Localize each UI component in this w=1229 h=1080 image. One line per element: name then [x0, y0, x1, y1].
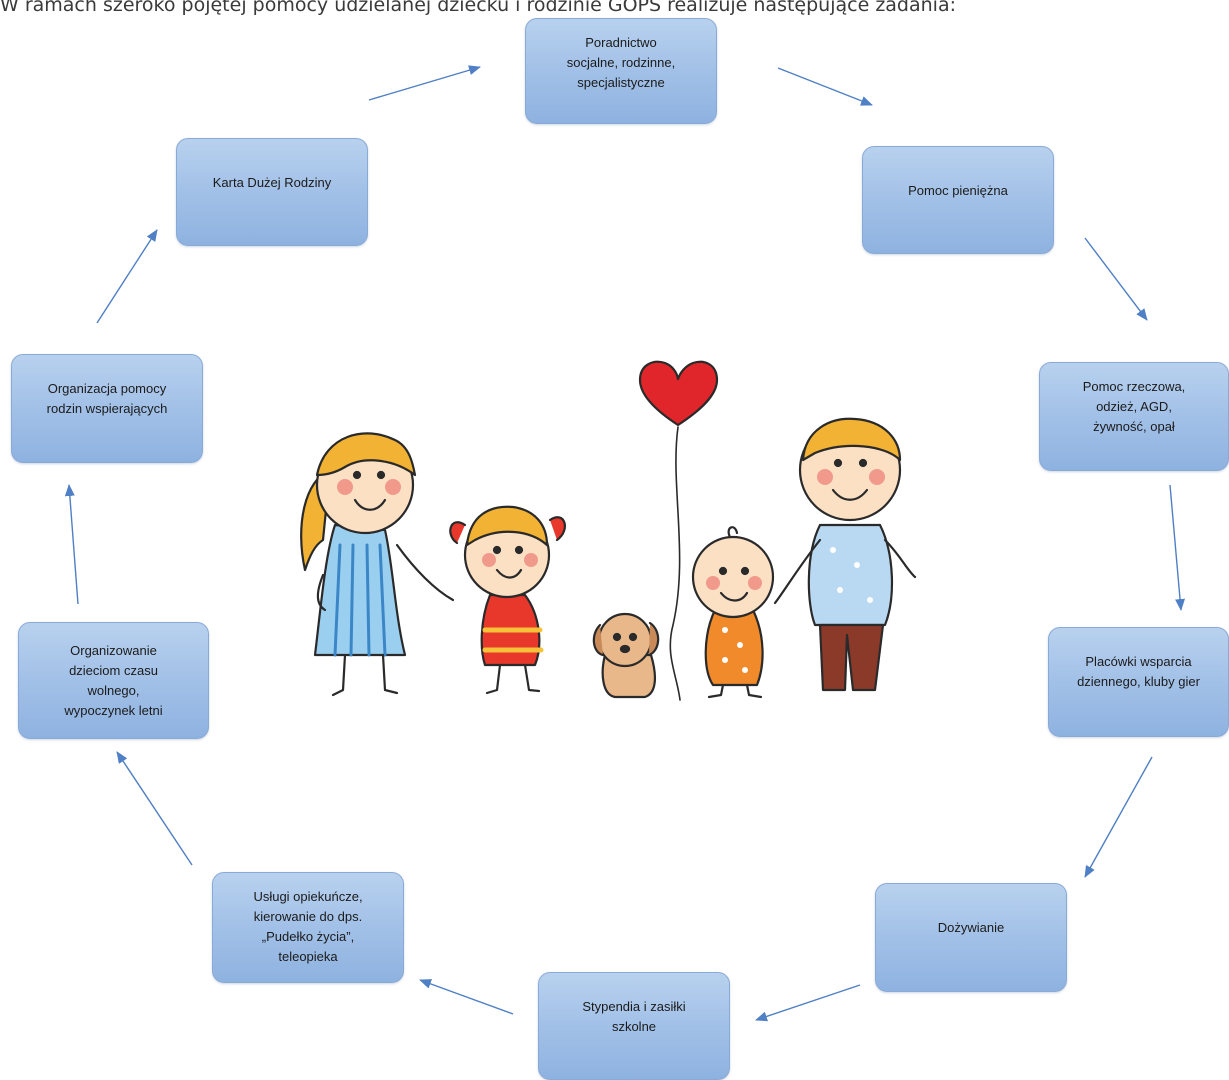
mother-figure — [300, 432, 455, 697]
arrow-rzeczowa-to-placowki — [1169, 484, 1186, 611]
node-uslugi-label: Usługi opiekuńcze, kierowanie do dps. „P… — [253, 889, 363, 964]
node-dozywianie: Dożywianie — [875, 883, 1067, 992]
node-stypendia-label: Stypendia i zasiłki szkolne — [582, 999, 686, 1034]
arrow-rodziny-to-karta — [96, 229, 158, 324]
toddler-figure — [691, 526, 775, 699]
node-karta-label: Karta Dużej Rodziny — [212, 175, 332, 190]
heart-balloon-icon — [638, 360, 719, 427]
node-pomoc-rzeczowa: Pomoc rzeczowa, odzież, AGD, żywność, op… — [1039, 362, 1229, 471]
node-poradnictwo: Poradnictwo socjalne, rodzinne, specjali… — [525, 18, 717, 124]
node-uslugi: Usługi opiekuńcze, kierowanie do dps. „P… — [212, 872, 404, 983]
balloon-string — [669, 426, 681, 701]
node-czas-wolny: Organizowanie dzieciom czasu wolnego, wy… — [18, 622, 209, 739]
arrow-pomoc-pieniezna-to-rzeczowa — [1084, 237, 1148, 321]
arrow-karta-to-poradnictwo — [368, 65, 481, 101]
family-illustration — [300, 360, 917, 701]
node-czas-wolny-label: Organizowanie dzieciom czasu wolnego, wy… — [64, 643, 163, 718]
arrow-placowki-to-dozywianie — [1084, 756, 1153, 878]
header-text: W ramach szeroko pojętej pomocy udzielan… — [0, 0, 957, 16]
node-rodziny-wspierajace: Organizacja pomocy rodzin wspierających — [11, 354, 203, 463]
node-placowki: Placówki wsparcia dziennego, kluby gier — [1048, 627, 1229, 737]
node-poradnictwo-label: Poradnictwo socjalne, rodzinne, specjali… — [566, 35, 676, 90]
node-rodziny-wspierajace-label: Organizacja pomocy rodzin wspierających — [46, 381, 168, 416]
node-karta: Karta Dużej Rodziny — [176, 138, 368, 246]
node-stypendia: Stypendia i zasiłki szkolne — [538, 972, 730, 1080]
father-figure — [773, 417, 917, 692]
arrow-poradnictwo-to-pomoc-pieniezna — [777, 67, 873, 106]
arrow-dozywianie-to-stypendia — [755, 984, 861, 1022]
node-pomoc-rzeczowa-label: Pomoc rzeczowa, odzież, AGD, żywność, op… — [1082, 379, 1186, 434]
dog-figure — [592, 612, 660, 699]
girl-figure — [449, 505, 566, 695]
arrow-uslugi-to-czas-wolny — [116, 751, 193, 866]
arrow-czas-wolny-to-rodziny — [64, 484, 79, 605]
node-placowki-label: Placówki wsparcia dziennego, kluby gier — [1077, 654, 1200, 689]
node-dozywianie-label: Dożywianie — [937, 920, 1005, 935]
node-pomoc-pieniezna: Pomoc pieniężna — [862, 146, 1054, 254]
arrow-stypendia-to-uslugi — [419, 979, 514, 1015]
node-pomoc-pieniezna-label: Pomoc pieniężna — [908, 183, 1008, 198]
